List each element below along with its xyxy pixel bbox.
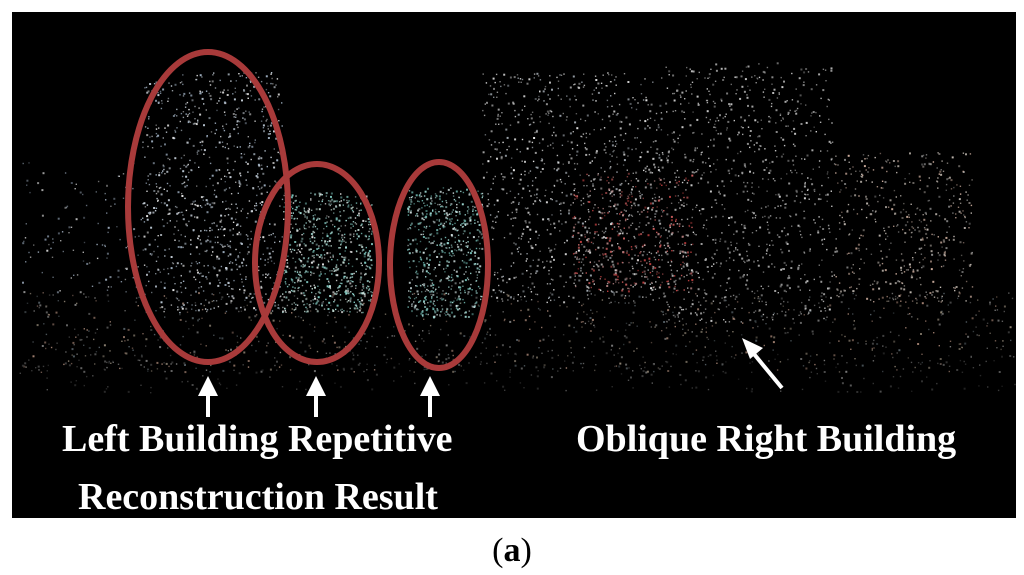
highlight-ellipse-right-building	[387, 159, 491, 371]
reconstruction-result-label: Reconstruction Result	[78, 476, 438, 518]
panel-caption: (a)	[0, 532, 1024, 570]
up-arrow-icon	[420, 376, 440, 417]
point-cloud-figure: Left Building Repetitive Reconstruction …	[12, 12, 1016, 518]
point-cloud-scene	[12, 12, 1016, 518]
highlight-ellipse-left-building	[125, 49, 291, 365]
diagonal-arrow-icon	[742, 338, 784, 390]
highlight-ellipse-middle-building	[252, 161, 382, 365]
panel-caption-close: )	[520, 532, 532, 569]
panel-caption-open: (	[492, 532, 504, 569]
left-building-label: Left Building Repetitive	[62, 418, 453, 460]
oblique-right-building-label: Oblique Right Building	[576, 418, 957, 460]
panel-caption-letter: a	[503, 532, 521, 569]
up-arrow-icon	[198, 376, 218, 417]
up-arrow-icon	[306, 376, 326, 417]
